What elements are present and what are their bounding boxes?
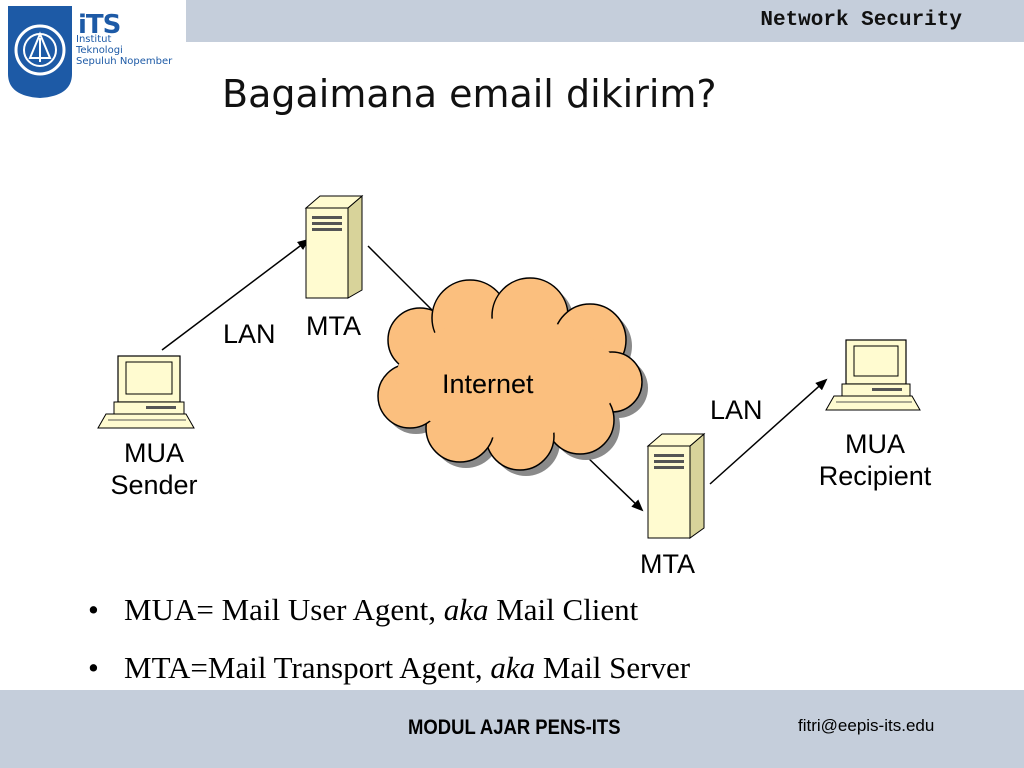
slide-title: Bagaimana email dikirim? <box>222 72 717 116</box>
email-flow-diagram <box>97 194 921 539</box>
mta-top-label: MTA <box>306 311 361 341</box>
lan-left-label: LAN <box>223 319 276 349</box>
mua-recipient-line1: MUA <box>845 429 905 459</box>
definition-list: MUA= Mail User Agent, aka Mail Client MT… <box>88 590 690 706</box>
bullet-mua-aka: aka <box>443 592 489 627</box>
its-emblem-icon <box>8 6 72 98</box>
mta-to-recipient-arrow <box>709 378 828 485</box>
mua-recipient-line2: Recipient <box>818 461 932 491</box>
lan-right-label: LAN <box>710 395 763 425</box>
mua-sender-line1: MUA <box>124 438 184 468</box>
logo-line-3: Sepuluh Nopember <box>76 56 173 67</box>
mua-sender-label: MUA Sender <box>94 437 214 501</box>
mua-sender-line2: Sender <box>110 470 198 500</box>
its-logo: iTS Institut Teknologi Sepuluh Nopember <box>0 0 186 104</box>
footer-band: MODUL AJAR PENS-ITS fitri@eepis-its.edu <box>0 690 1024 768</box>
bullet-mta-text: MTA=Mail Transport Agent, <box>124 650 491 685</box>
sender-computer-icon <box>97 355 195 429</box>
mta-server-top-icon <box>304 194 364 299</box>
footer-module-label: MODUL AJAR PENS-ITS <box>408 716 621 739</box>
footer-email: fitri@eepis-its.edu <box>798 716 935 735</box>
logo-line-1: Institut <box>76 34 112 45</box>
internet-cloud-icon <box>377 277 648 476</box>
logo-text: Institut Teknologi Sepuluh Nopember <box>76 34 172 67</box>
logo-line-2: Teknologi <box>76 45 123 56</box>
header-title: Network Security <box>760 9 962 32</box>
mta-bottom-label: MTA <box>640 549 695 579</box>
bullet-mta-server: Mail Server <box>535 650 691 685</box>
bullet-mua: MUA= Mail User Agent, aka Mail Client <box>88 590 690 648</box>
mta-server-bottom-icon <box>646 432 706 539</box>
bullet-mua-text: MUA= Mail User Agent, <box>124 592 444 627</box>
internet-to-mta-arrow <box>584 454 644 512</box>
mua-recipient-label: MUA Recipient <box>800 428 950 492</box>
logo-abbreviation: iTS <box>78 10 121 40</box>
recipient-computer-icon <box>825 339 921 411</box>
mta-to-internet-line <box>367 245 441 319</box>
internet-label: Internet <box>442 369 534 399</box>
header-band: Network Security <box>186 0 1024 42</box>
bullet-mua-client: Mail Client <box>488 592 639 627</box>
bullet-mta: MTA=Mail Transport Agent, aka Mail Serve… <box>88 648 690 706</box>
sender-to-mta-arrow <box>161 238 310 351</box>
bullet-mta-aka: aka <box>490 650 536 685</box>
